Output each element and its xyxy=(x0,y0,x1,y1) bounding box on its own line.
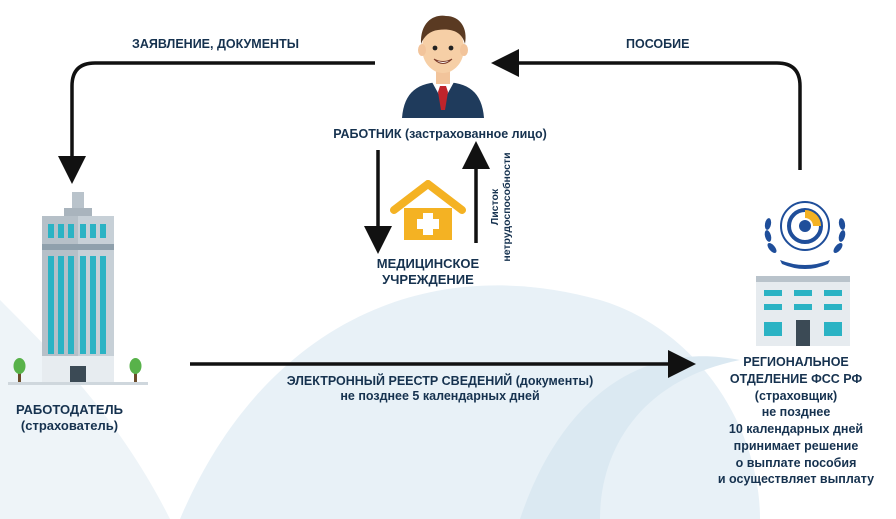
office-building-icon xyxy=(8,192,148,385)
arrow-worker-to-employer xyxy=(58,61,375,184)
registry-line1: ЭЛЕКТРОННЫЙ РЕЕСТР СВЕДЕНИЙ (документы) xyxy=(286,374,594,388)
fss-line-3: (страховщик) xyxy=(754,388,838,403)
employer-label-line2: (страхователь) xyxy=(20,417,119,433)
medical-label: МЕДИЦИНСКОЕ УЧРЕЖДЕНИЕ xyxy=(358,256,498,287)
fss-line-2: ОТДЕЛЕНИЕ ФСС РФ xyxy=(729,371,863,386)
edge-label-applications: ЗАЯВЛЕНИЕ, ДОКУМЕНТЫ xyxy=(132,37,299,51)
arrow-fss-to-worker xyxy=(491,49,802,170)
fss-building-icon xyxy=(756,276,850,346)
registry-line2: не позднее 5 календарных дней xyxy=(340,389,540,403)
fss-line-6: принимает решение xyxy=(733,438,859,453)
fss-label: РЕГИОНАЛЬНОЕ ОТДЕЛЕНИЕ ФСС РФ (страховщи… xyxy=(696,354,896,488)
businessman-icon xyxy=(402,15,484,118)
edge-label-sick-leave: Листок нетрудоспособности xyxy=(489,152,513,262)
medical-label-line2: УЧРЕЖДЕНИЕ xyxy=(382,271,474,287)
fss-emblem-icon xyxy=(764,201,846,269)
fss-line-5: 10 календарных дней xyxy=(728,422,864,436)
fss-line-1: РЕГИОНАЛЬНОЕ xyxy=(743,355,849,369)
employer-label: РАБОТОДАТЕЛЬ (страхователь) xyxy=(16,402,123,433)
fss-line-7: о выплате пособия xyxy=(735,455,857,470)
hospital-house-icon xyxy=(390,180,466,240)
sick-leave-line2: нетрудоспособности xyxy=(501,152,514,262)
edge-label-benefit: ПОСОБИЕ xyxy=(626,37,690,51)
medical-label-line1: МЕДИЦИНСКОЕ xyxy=(376,256,480,271)
worker-label: РАБОТНИК (застрахованное лицо) xyxy=(333,127,547,141)
employer-label-line1: РАБОТОДАТЕЛЬ xyxy=(16,402,124,417)
sick-leave-line1: Листок xyxy=(489,188,501,226)
edge-label-registry: ЭЛЕКТРОННЫЙ РЕЕСТР СВЕДЕНИЙ (документы) … xyxy=(230,374,650,404)
fss-line-4: не позднее xyxy=(761,405,831,420)
fss-line-8: и осуществляет выплату xyxy=(717,472,875,487)
